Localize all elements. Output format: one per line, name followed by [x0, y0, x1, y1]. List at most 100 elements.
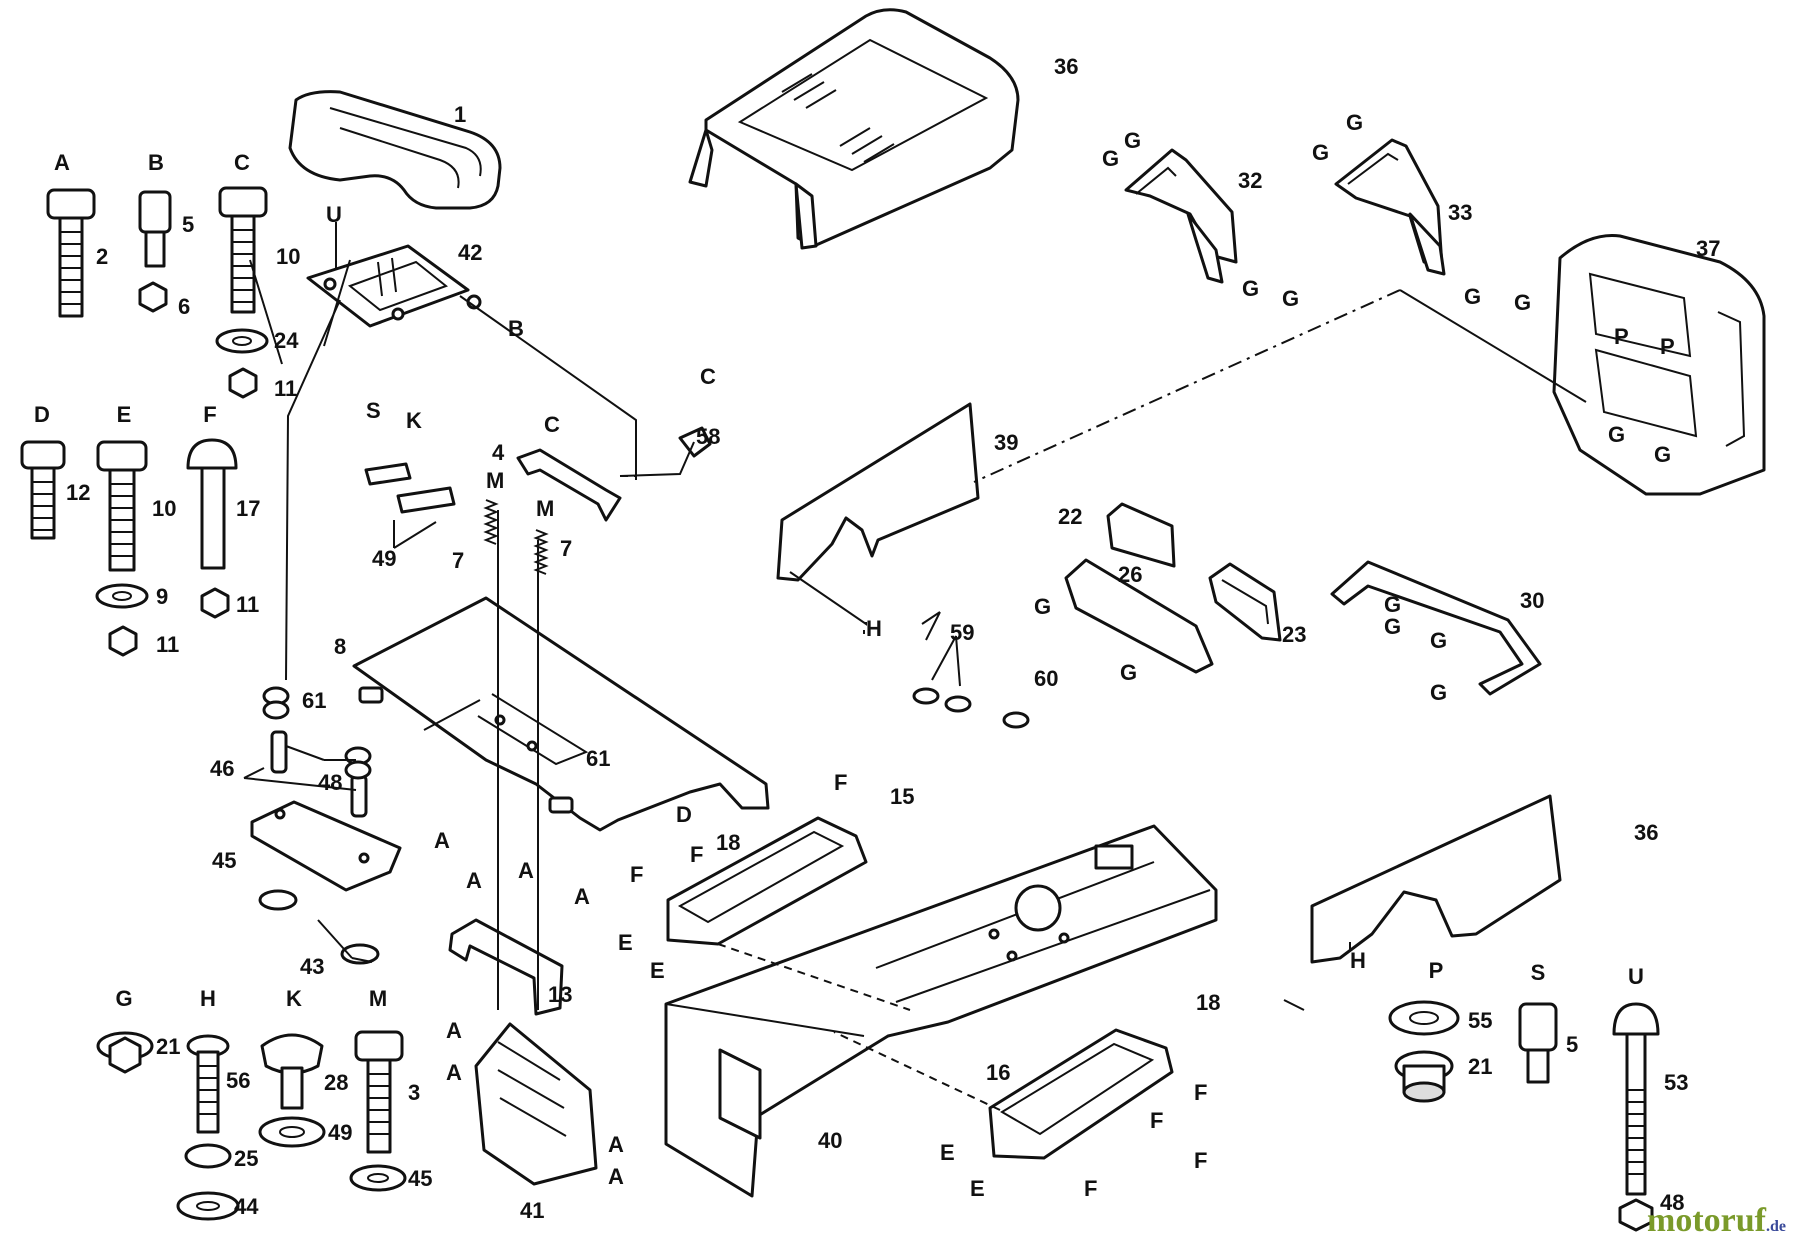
hardware-group-p-s-u	[1388, 1000, 1660, 1232]
part-number: 7	[560, 536, 572, 561]
rear-fender-part	[1310, 794, 1562, 964]
seat-part	[288, 90, 502, 210]
clip-part	[678, 426, 712, 458]
pad-part	[364, 462, 456, 514]
bolt-icon	[186, 438, 238, 619]
ref-letter: D	[676, 802, 692, 827]
frame-part	[664, 824, 1218, 1198]
letter-label: U	[1628, 964, 1644, 989]
ref-letter: G	[1346, 110, 1363, 135]
letter-label: A	[54, 150, 70, 175]
ref-letter: C	[544, 412, 560, 437]
ref-letter: F	[1084, 1176, 1097, 1201]
ref-letter: F	[1194, 1080, 1207, 1105]
bracket-part	[1334, 138, 1446, 276]
ref-letter: G	[1034, 594, 1051, 619]
watermark-brand: motoruf	[1647, 1202, 1766, 1239]
part-number: 43	[300, 954, 324, 979]
ref-letter: G	[1464, 284, 1481, 309]
part-number: 17	[236, 496, 260, 521]
bumper-part	[912, 687, 1030, 729]
side-fender-part	[776, 402, 980, 582]
part-number: 53	[1664, 1070, 1688, 1095]
part-number: 9	[156, 584, 168, 609]
part-number: 41	[520, 1198, 544, 1223]
console-part	[352, 596, 770, 832]
ref-letter: G	[1514, 290, 1531, 315]
part-number: 26	[1118, 562, 1142, 587]
part-number: 18	[716, 830, 740, 855]
part-number: 18	[1196, 990, 1220, 1015]
watermark-tld: .de	[1766, 1218, 1786, 1235]
ref-letter: F	[690, 842, 703, 867]
part-number: 55	[1468, 1008, 1492, 1033]
part-number: 2	[96, 244, 108, 269]
part-number: 6	[178, 294, 190, 319]
part-number: 40	[818, 1128, 842, 1153]
part-number: 5	[1566, 1032, 1578, 1057]
part-number: 22	[1058, 504, 1082, 529]
hardware-group-d-e-f	[20, 438, 238, 657]
linkage-part	[516, 448, 622, 522]
letter-label: E	[117, 402, 132, 427]
part-number: 21	[156, 1034, 180, 1059]
reference-letters: U B S K C C M M D F F F E E A A A A A A …	[326, 110, 1675, 1201]
part-number: 11	[236, 592, 259, 617]
part-number: 36	[1054, 54, 1078, 79]
ref-letter: G	[1312, 140, 1329, 165]
part-number: 33	[1448, 200, 1472, 225]
letter-label: H	[200, 986, 216, 1011]
bolt-icon	[20, 440, 66, 540]
cover-plate-part	[474, 1022, 598, 1186]
part-number: 3	[408, 1080, 420, 1105]
hood-part	[688, 8, 1020, 250]
footrest-part	[666, 816, 868, 946]
ref-letter: G	[1608, 422, 1625, 447]
ref-letter: G	[1120, 660, 1137, 685]
ref-letter: G	[1384, 592, 1401, 617]
ref-letter: H	[866, 616, 882, 641]
spring-part	[483, 499, 499, 545]
part-number: 61	[302, 688, 326, 713]
part-number: 16	[986, 1060, 1010, 1085]
hardware-group-g-h-k-m	[96, 1030, 407, 1221]
part-number-labels: 1 2 5 6 10 24 11 42 12 10 9 11 17 11 4 5…	[66, 54, 1720, 1223]
part-number: 10	[152, 496, 176, 521]
ref-letter: B	[508, 316, 524, 341]
rail-part	[1330, 560, 1542, 696]
ref-letter: E	[940, 1140, 955, 1165]
part-number: 39	[994, 430, 1018, 455]
letter-label: M	[369, 986, 387, 1011]
ref-letter: P	[1614, 324, 1629, 349]
part-number: 25	[234, 1146, 258, 1171]
ref-letter: A	[446, 1018, 462, 1043]
ref-letter: F	[630, 862, 643, 887]
clip-part	[1106, 502, 1176, 568]
ref-letter: C	[700, 364, 716, 389]
bracket-part	[1124, 148, 1238, 284]
ref-letter: A	[434, 828, 450, 853]
part-number: 8	[334, 634, 346, 659]
ref-letter: A	[574, 884, 590, 909]
part-number: 15	[890, 784, 914, 809]
part-number: 4	[492, 440, 505, 465]
strap-part	[1064, 558, 1214, 674]
bolt-icon	[1612, 1002, 1660, 1232]
ref-letter: G	[1242, 276, 1259, 301]
part-number: 12	[66, 480, 90, 505]
part-number: 37	[1696, 236, 1720, 261]
watermark: motoruf.de	[1647, 1202, 1786, 1240]
letter-label: C	[234, 150, 250, 175]
part-number: 56	[226, 1068, 250, 1093]
ref-letter: M	[536, 496, 554, 521]
ref-letter: A	[518, 858, 534, 883]
ref-letter: E	[650, 958, 665, 983]
ref-letter: S	[366, 398, 381, 423]
ref-letter: A	[466, 868, 482, 893]
part-number: 58	[696, 424, 720, 449]
ref-letter: G	[1430, 628, 1447, 653]
spring-part	[533, 529, 549, 575]
hardware-group-a-b-c	[46, 186, 269, 399]
part-number: 11	[274, 376, 297, 401]
